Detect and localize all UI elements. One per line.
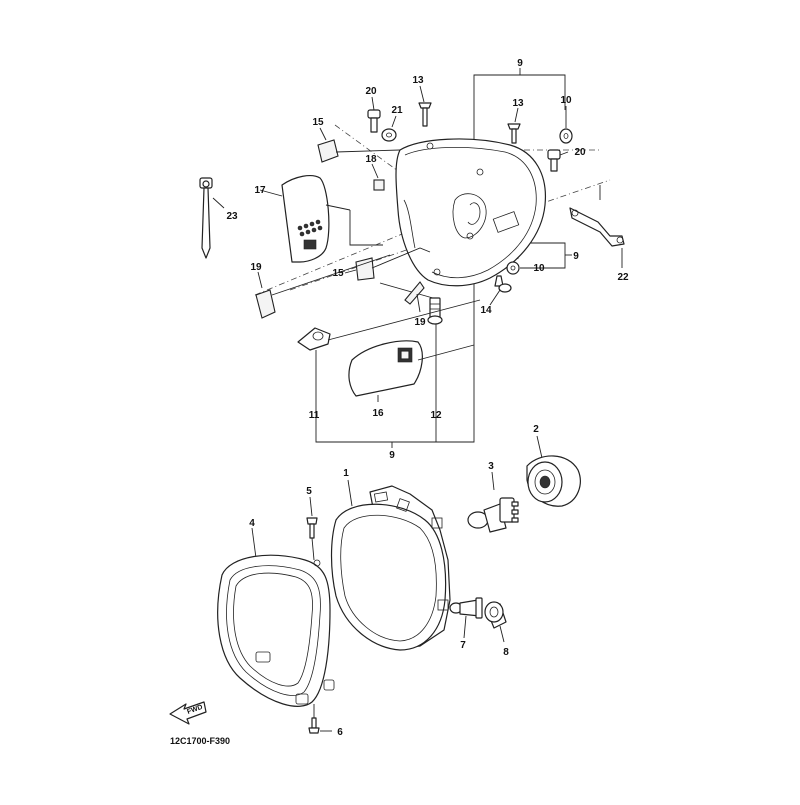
forward-arrow <box>169 701 207 725</box>
bulb-cover-2 <box>526 435 581 507</box>
callout-17: 17 <box>254 185 266 196</box>
socket-8 <box>484 601 507 643</box>
position-bulb-7 <box>449 597 483 639</box>
headlight-housing <box>395 138 547 287</box>
label-18 <box>371 163 385 191</box>
label-17 <box>259 175 383 263</box>
callout-8: 8 <box>503 647 509 658</box>
label-19-mid <box>404 281 425 313</box>
screw-13-left <box>418 85 432 127</box>
callout-9-top: 9 <box>517 58 523 69</box>
label-19-left <box>255 254 391 319</box>
callout-21: 21 <box>391 105 403 116</box>
callout-9-right: 9 <box>573 251 579 262</box>
collar-21 <box>381 115 397 142</box>
callout-22: 22 <box>617 272 629 283</box>
callout-15-top: 15 <box>312 117 324 128</box>
callout-13-left: 13 <box>412 75 424 86</box>
callout-20-right: 20 <box>574 147 586 158</box>
washer-10-top <box>559 106 573 144</box>
cable-clamp-23 <box>199 177 225 259</box>
callout-19-left: 19 <box>250 262 262 273</box>
callout-19-mid: 19 <box>414 317 426 328</box>
callout-23: 23 <box>226 211 238 222</box>
leader-bracket-9-top <box>473 68 566 150</box>
callout-15-mid: 15 <box>332 268 344 279</box>
callout-2: 2 <box>533 424 539 435</box>
callout-1: 1 <box>343 468 349 479</box>
callout-6: 6 <box>337 727 343 738</box>
bolt-12 <box>427 297 443 325</box>
callout-labels: 1 2 3 4 5 6 7 8 9 9 9 10 10 11 12 13 13 … <box>170 58 629 746</box>
screw-6 <box>308 704 332 734</box>
callout-18: 18 <box>365 154 377 165</box>
screw-13-right <box>507 107 521 144</box>
callout-4: 4 <box>249 518 255 529</box>
washer-10-right <box>506 261 529 275</box>
callout-20-left: 20 <box>365 86 377 97</box>
label-16 <box>348 340 475 402</box>
bulb-3 <box>467 471 519 533</box>
bracket-22 <box>569 185 625 268</box>
callout-9-bottom: 9 <box>389 450 395 461</box>
callout-12: 12 <box>430 410 442 421</box>
label-15-mid <box>344 247 441 301</box>
callout-5: 5 <box>306 486 312 497</box>
label-15-top <box>317 127 401 163</box>
headlight-unit-1 <box>330 479 451 651</box>
bolt-20-left <box>367 96 381 133</box>
bolt-20-right <box>547 149 569 172</box>
callout-7: 7 <box>460 640 466 651</box>
stay-11 <box>297 299 481 351</box>
screw-5 <box>306 496 318 561</box>
callout-3: 3 <box>488 461 494 472</box>
callout-16: 16 <box>372 408 384 419</box>
headlight-rim-4 <box>217 527 335 707</box>
diagram-code: 12C1700-F390 <box>170 736 230 746</box>
callout-10-top: 10 <box>560 95 572 106</box>
leader-bracket-9-right <box>520 242 572 269</box>
callout-13-right: 13 <box>512 98 524 109</box>
callout-11: 11 <box>309 410 320 421</box>
callout-14: 14 <box>480 305 492 316</box>
callout-10-right: 10 <box>533 263 545 274</box>
screw-14 <box>489 275 512 306</box>
